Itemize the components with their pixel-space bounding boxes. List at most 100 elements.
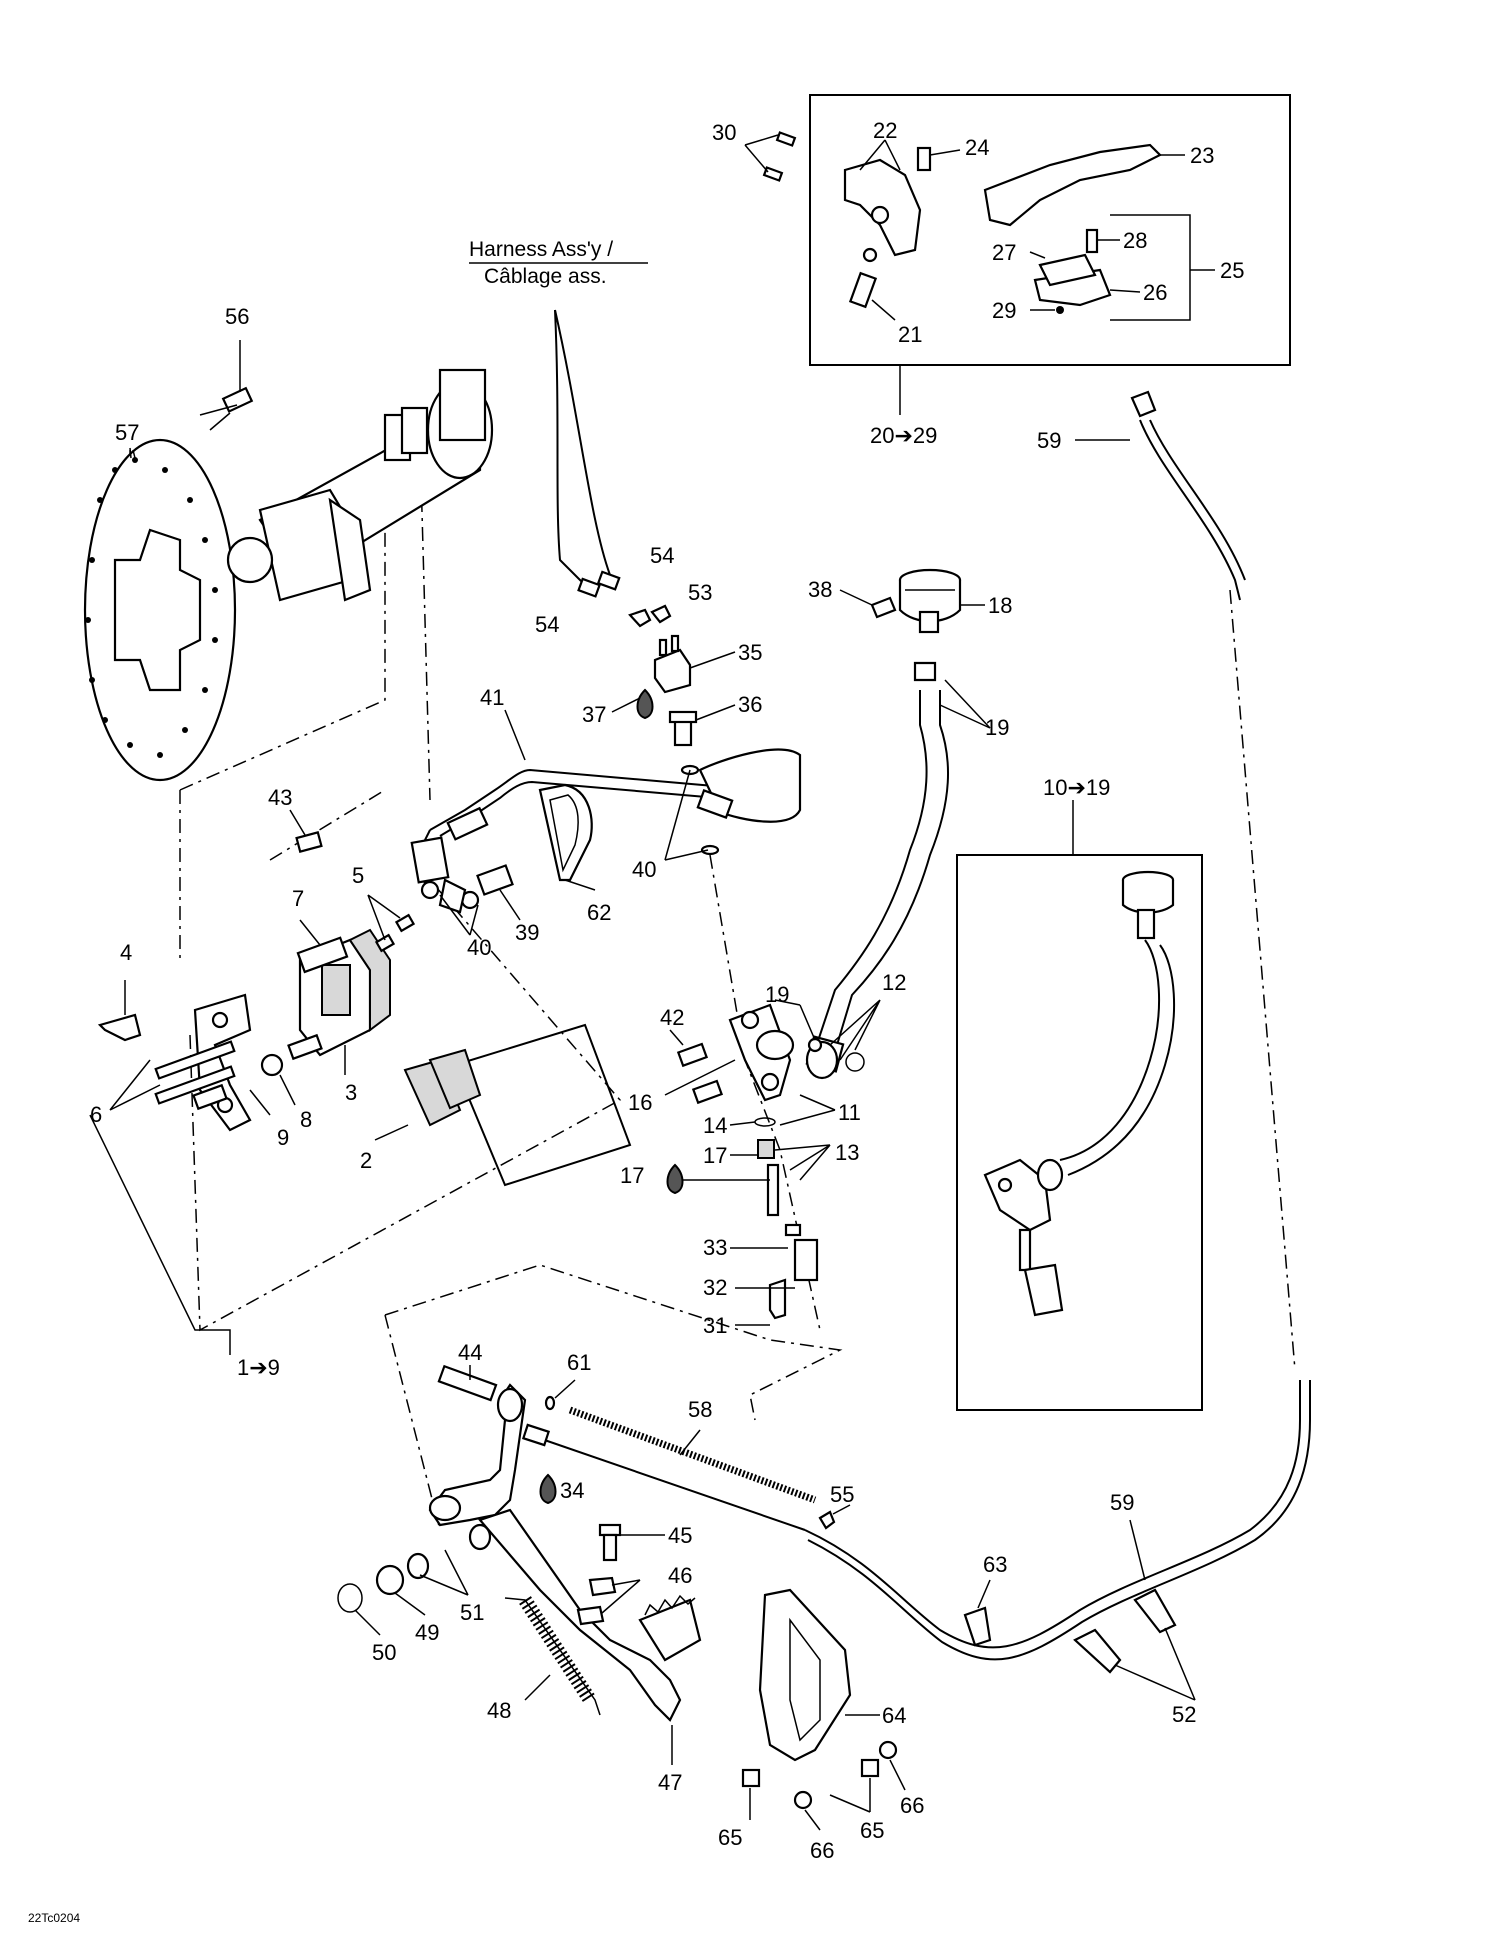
harness-label-line2: Câblage ass. bbox=[484, 265, 607, 288]
leader-26 bbox=[1109, 289, 1141, 293]
callout-9: 9 bbox=[277, 1125, 289, 1150]
leader-59b bbox=[1129, 1519, 1146, 1581]
callout-33: 33 bbox=[703, 1235, 727, 1260]
leader-52 bbox=[1114, 1627, 1196, 1701]
callout-61: 61 bbox=[567, 1350, 591, 1375]
callout-50: 50 bbox=[372, 1640, 396, 1665]
caliper-3 bbox=[298, 928, 391, 1057]
leader-35 bbox=[689, 651, 736, 669]
callout-2: 2 bbox=[360, 1148, 372, 1173]
callout-54b: 54 bbox=[535, 612, 559, 637]
guide-pin-7 bbox=[296, 936, 349, 974]
leader-7 bbox=[299, 919, 321, 946]
outline-pedal-group bbox=[384, 1264, 843, 1531]
leader-50 bbox=[354, 1609, 381, 1636]
callout-23: 23 bbox=[1190, 143, 1214, 168]
inset-box-10-19 bbox=[956, 854, 1203, 1411]
callout-30: 30 bbox=[712, 120, 736, 145]
reservoir-18 bbox=[898, 568, 962, 682]
callout-56: 56 bbox=[225, 304, 249, 329]
leader-66b bbox=[804, 1809, 821, 1831]
bolt-8 bbox=[260, 1033, 323, 1077]
callout-19b: 19 bbox=[765, 982, 789, 1007]
callout-12: 12 bbox=[882, 970, 906, 995]
washers-49-51 bbox=[337, 1523, 492, 1613]
leader-2 bbox=[374, 1124, 409, 1141]
leader-41 bbox=[504, 709, 526, 761]
pedal-pad-26 bbox=[1033, 253, 1112, 307]
callout-41: 41 bbox=[480, 685, 504, 710]
outline-group-1-9 bbox=[179, 470, 622, 1332]
callout-36: 36 bbox=[738, 692, 762, 717]
inset-box-pads bbox=[453, 1023, 632, 1187]
callout-25: 25 bbox=[1220, 258, 1244, 283]
leader-24 bbox=[929, 149, 961, 156]
callout-62: 62 bbox=[587, 900, 611, 925]
spring-48 bbox=[504, 1596, 601, 1716]
screw-38 bbox=[870, 596, 897, 619]
leader-62 bbox=[564, 879, 596, 891]
master-cylinder-16 bbox=[728, 1003, 795, 1102]
brake-pads-2 bbox=[403, 1048, 482, 1127]
callout-28: 28 bbox=[1123, 228, 1147, 253]
guard-62 bbox=[538, 783, 593, 882]
callout-16: 16 bbox=[628, 1090, 652, 1115]
callout-labels: 2 3 4 5 6 7 8 9 11 12 13 14 16 17 17 18 … bbox=[90, 118, 1244, 1863]
screws-30 bbox=[762, 131, 797, 182]
screw-43 bbox=[295, 831, 323, 853]
clamp-63 bbox=[963, 1606, 992, 1647]
bolt-45 bbox=[598, 1523, 622, 1562]
pedal-bracket-shaft bbox=[428, 1383, 527, 1527]
link-cable-59 bbox=[1229, 589, 1296, 1371]
callout-54a: 54 bbox=[650, 543, 674, 568]
loctite-drop-37 bbox=[636, 688, 654, 720]
pin-44 bbox=[437, 1364, 498, 1402]
pin-28 bbox=[1085, 228, 1099, 254]
callout-6: 6 bbox=[90, 1102, 102, 1127]
callout-53: 53 bbox=[688, 580, 712, 605]
callout-45: 45 bbox=[668, 1523, 692, 1548]
screw-21 bbox=[848, 271, 878, 309]
callout-65b: 65 bbox=[860, 1818, 884, 1843]
callout-40a: 40 bbox=[632, 857, 656, 882]
leader-46 bbox=[601, 1579, 641, 1614]
callout-51: 51 bbox=[460, 1600, 484, 1625]
leader-30 bbox=[744, 134, 779, 173]
callout-7: 7 bbox=[292, 886, 304, 911]
leader-61 bbox=[554, 1379, 576, 1399]
bleed-valve-5 bbox=[374, 913, 416, 953]
callout-37: 37 bbox=[582, 702, 606, 727]
banjo-bolt-39 bbox=[476, 864, 514, 896]
callout-59b: 59 bbox=[1110, 1490, 1134, 1515]
callout-48: 48 bbox=[487, 1698, 511, 1723]
grease-34 bbox=[539, 1473, 557, 1505]
callout-42: 42 bbox=[660, 1005, 684, 1030]
callout-21: 21 bbox=[898, 322, 922, 347]
callout-32: 32 bbox=[703, 1275, 727, 1300]
harness-label-line1: Harness Ass'y / bbox=[469, 238, 613, 261]
leader-27 bbox=[1029, 251, 1046, 259]
cotter-61 bbox=[544, 1395, 556, 1411]
drawing-code: 22Tc0204 bbox=[28, 1911, 80, 1925]
leader-5 bbox=[367, 894, 401, 941]
callout-47: 47 bbox=[658, 1770, 682, 1795]
callout-13: 13 bbox=[835, 1140, 859, 1165]
callout-11: 11 bbox=[838, 1100, 861, 1125]
leader-13 bbox=[774, 1144, 831, 1181]
leader-22 bbox=[859, 139, 901, 171]
leader-39 bbox=[499, 889, 521, 921]
callout-57: 57 bbox=[115, 420, 139, 445]
leader-16 bbox=[664, 1059, 736, 1096]
callout-59a: 59 bbox=[1037, 428, 1061, 453]
banjo-bolt-36 bbox=[668, 710, 698, 747]
callout-18: 18 bbox=[988, 593, 1012, 618]
pins-6 bbox=[154, 1040, 236, 1105]
callout-22: 22 bbox=[873, 118, 897, 143]
leader-43 bbox=[289, 809, 306, 836]
leader-51 bbox=[419, 1549, 469, 1596]
ball-29 bbox=[1056, 306, 1064, 314]
callout-66a: 66 bbox=[900, 1793, 924, 1818]
pressure-switch-35 bbox=[653, 634, 692, 694]
callout-55: 55 bbox=[830, 1482, 854, 1507]
